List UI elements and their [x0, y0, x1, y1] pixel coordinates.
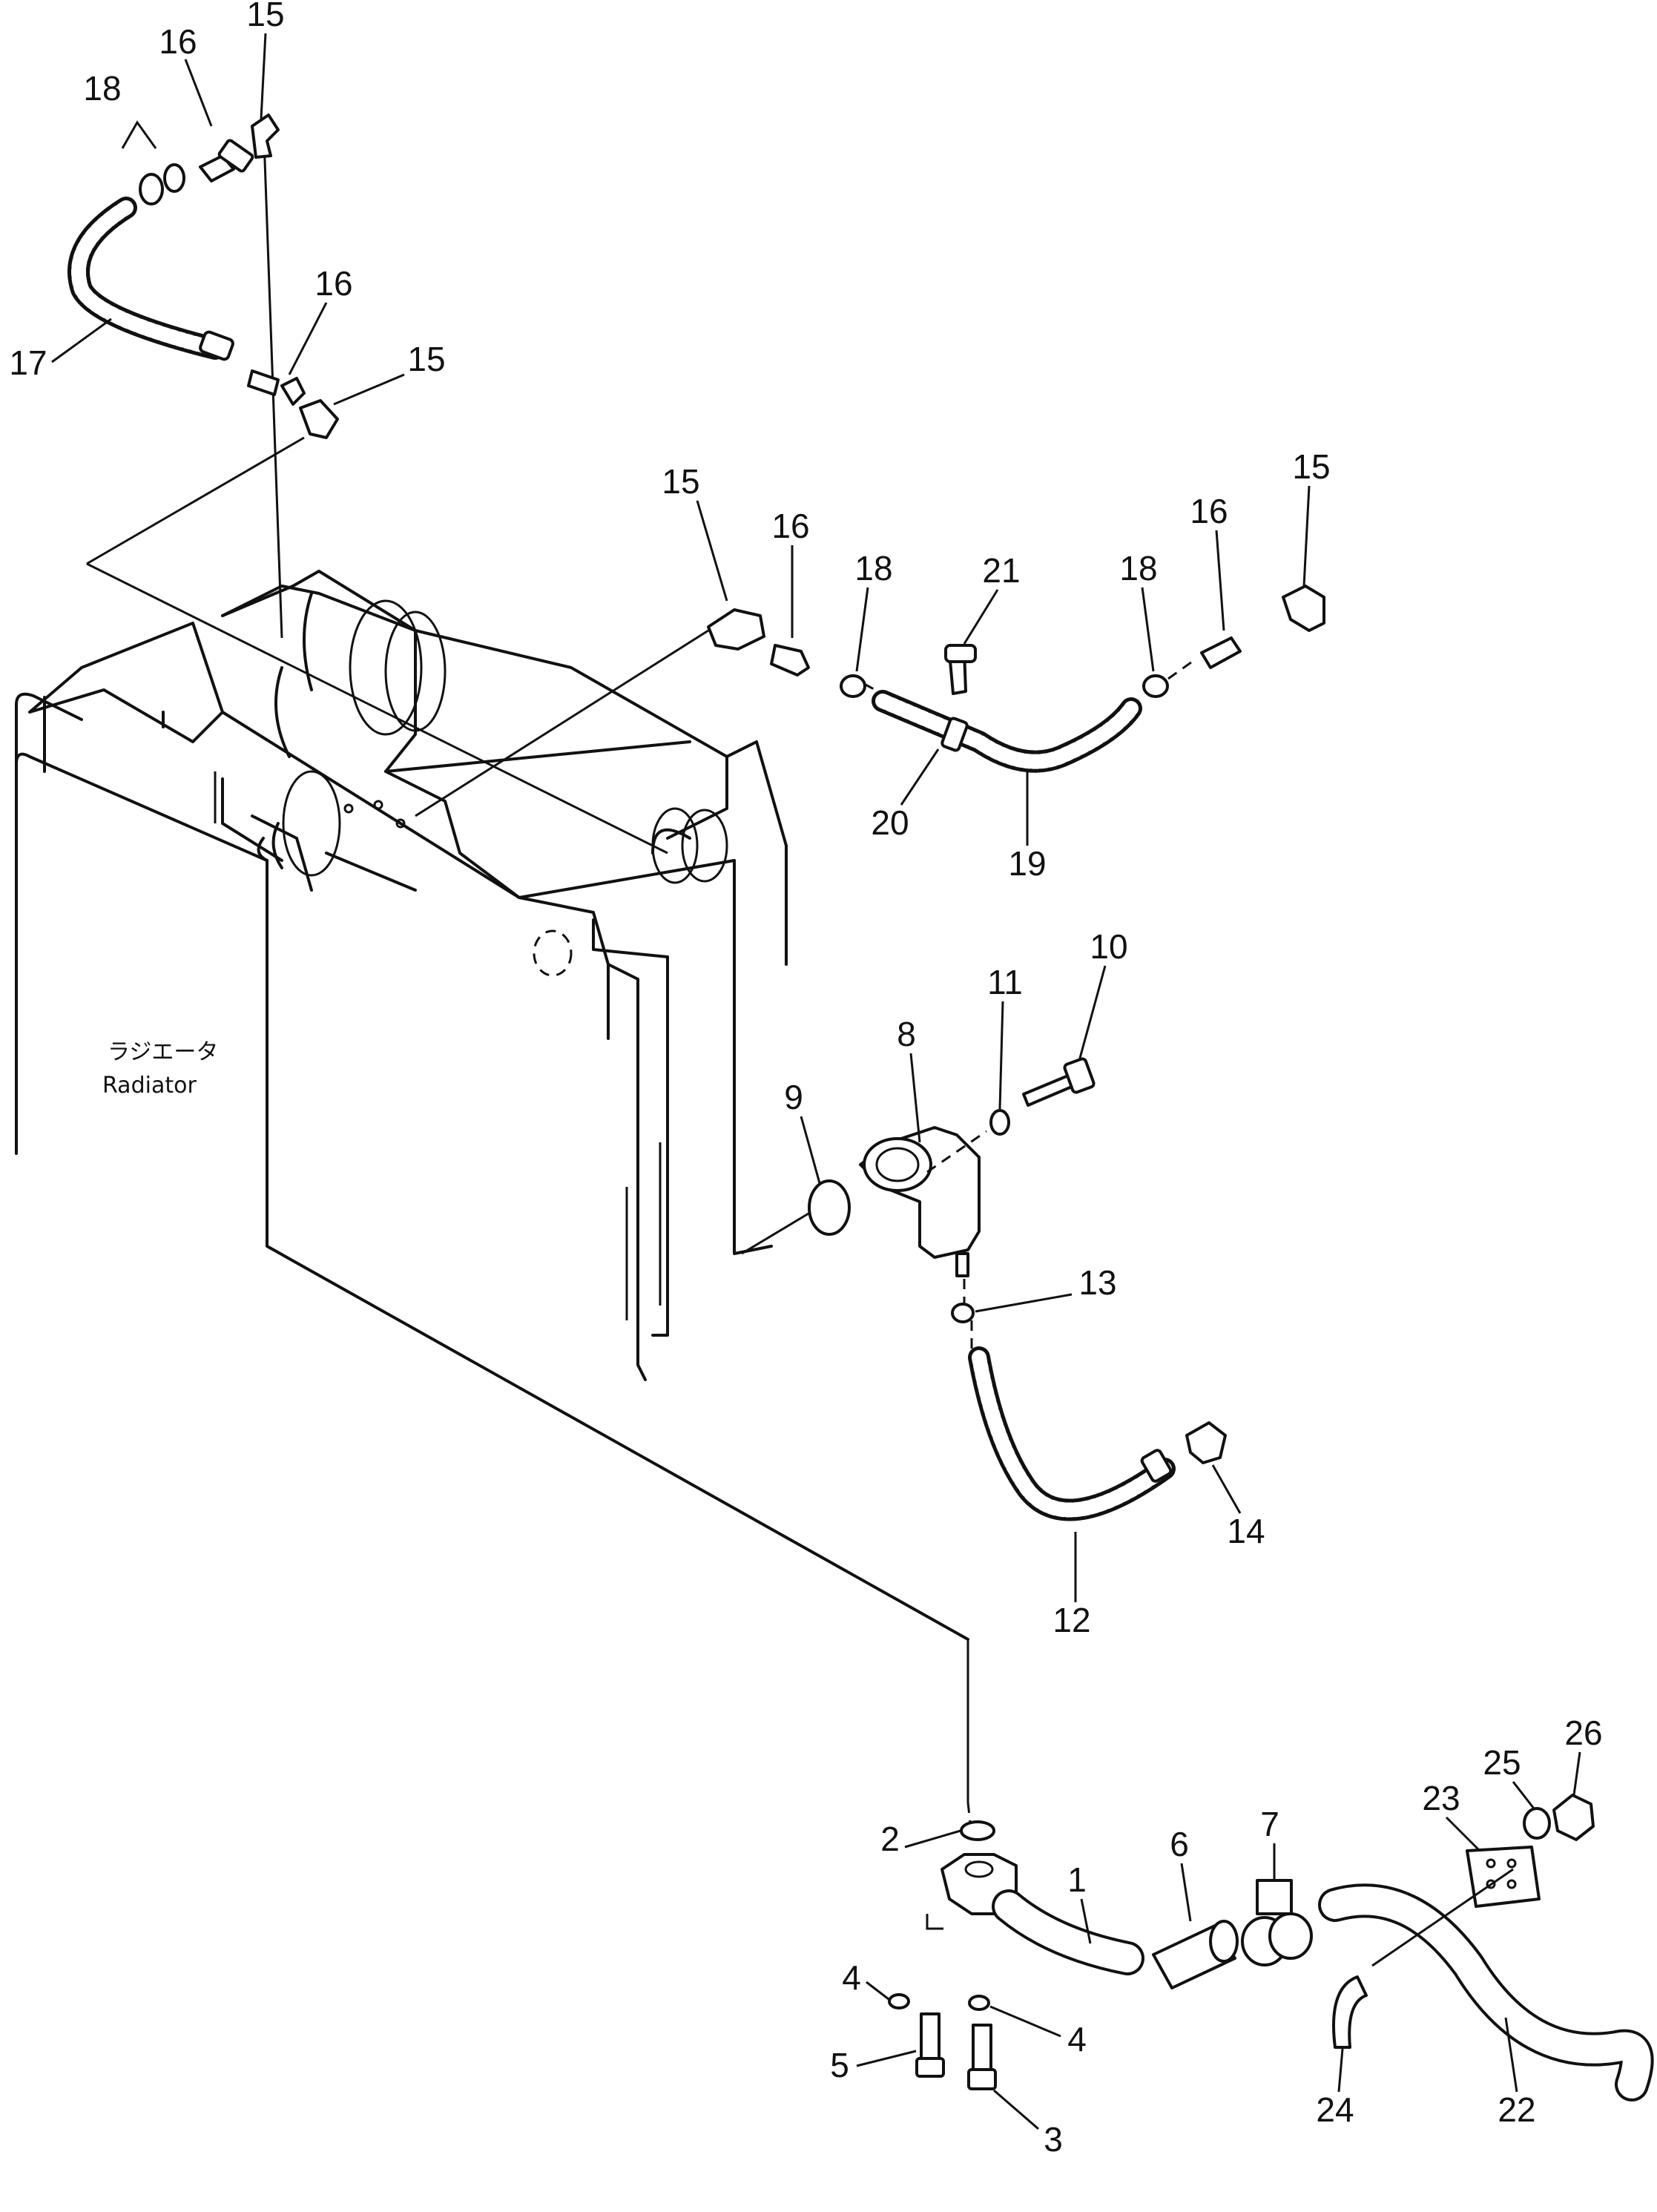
- callout-25: 25: [1483, 1743, 1535, 1809]
- callout-17: 17: [9, 317, 112, 382]
- callout-13-label: 13: [1078, 1263, 1116, 1302]
- callout-14-label: 14: [1227, 1512, 1265, 1550]
- callout-20-label: 20: [871, 803, 909, 842]
- callout-2: 2: [880, 1820, 961, 1858]
- callout-10-label: 10: [1090, 927, 1127, 966]
- callout-13: 13: [975, 1263, 1117, 1313]
- callout-14: 14: [1211, 1464, 1265, 1550]
- callout-21: 21: [963, 551, 1021, 645]
- callout-15-right: 15: [1292, 447, 1331, 587]
- callout-3-label: 3: [1044, 2120, 1063, 2159]
- callout-16-label: 16: [771, 507, 809, 545]
- callout-7-label: 7: [1260, 1805, 1279, 1843]
- callout-4-left: 4: [842, 1958, 889, 2001]
- bottom-assembly: [888, 1794, 1654, 2101]
- hose-19-assembly: [707, 585, 1325, 773]
- callout-15-mid: 15: [333, 340, 446, 406]
- callout-4-right: 4: [989, 2005, 1087, 2058]
- callout-21-label: 21: [982, 551, 1020, 590]
- callout-23-label: 23: [1422, 1779, 1460, 1817]
- callout-1: 1: [1067, 1860, 1092, 1944]
- callout-6-label: 6: [1170, 1825, 1189, 1863]
- radiator-body: [15, 570, 969, 1641]
- callout-24-label: 24: [1316, 2090, 1354, 2129]
- callout-26-label: 26: [1564, 1714, 1602, 1752]
- callout-15-label: 15: [407, 340, 445, 378]
- callout-labels: 15 16 18 17 16 15 15 16: [9, 0, 1602, 2159]
- callout-3: 3: [993, 2089, 1063, 2159]
- callout-1-label: 1: [1067, 1860, 1087, 1899]
- callout-22: 22: [1498, 2017, 1536, 2129]
- callout-12: 12: [1052, 1532, 1091, 1639]
- callout-5: 5: [830, 2046, 917, 2084]
- callout-7: 7: [1260, 1805, 1279, 1880]
- callout-2-label: 2: [880, 1820, 900, 1858]
- callout-9: 9: [784, 1078, 821, 1184]
- callout-22-label: 22: [1498, 2090, 1535, 2129]
- callout-24: 24: [1316, 2048, 1354, 2129]
- callout-11: 11: [987, 963, 1023, 1110]
- callout-4-label: 4: [1067, 2020, 1087, 2058]
- callout-25-label: 25: [1483, 1743, 1521, 1782]
- radiator-label-jp: ラジエータ: [108, 1039, 218, 1065]
- callout-19-label: 19: [1008, 844, 1046, 883]
- hose-17-assembly: [67, 113, 339, 439]
- callout-12-label: 12: [1052, 1601, 1090, 1639]
- callout-15-label: 15: [1292, 447, 1330, 486]
- callout-18-left: 18: [854, 549, 893, 672]
- callout-11-label: 11: [987, 963, 1023, 1001]
- callout-15-left: 15: [662, 462, 728, 602]
- callout-6: 6: [1170, 1825, 1192, 1922]
- radiator-label-en: Radiator: [102, 1073, 197, 1099]
- callout-15-top: 15: [246, 0, 285, 119]
- callout-10: 10: [1078, 927, 1128, 1061]
- callout-15-label: 15: [246, 0, 284, 33]
- elbow-8-assembly: [808, 1057, 1096, 1277]
- callout-18-right: 18: [1119, 549, 1158, 672]
- callout-19: 19: [1008, 771, 1047, 883]
- callout-16-left: 16: [771, 507, 810, 638]
- callout-18-top: 18: [83, 69, 157, 149]
- connection-lines: [86, 118, 973, 1837]
- callout-20: 20: [871, 748, 940, 842]
- callout-16-label: 16: [1190, 492, 1228, 530]
- callout-9-label: 9: [784, 1078, 803, 1116]
- callout-16-top: 16: [159, 22, 213, 127]
- callout-18-label: 18: [854, 549, 892, 587]
- callout-16-mid: 16: [288, 264, 353, 375]
- hose-12-assembly: [951, 1303, 1227, 1521]
- callout-16-label: 16: [159, 22, 197, 61]
- callout-8-label: 8: [897, 1015, 916, 1053]
- callout-15-label: 15: [662, 462, 699, 501]
- callout-5-label: 5: [830, 2046, 849, 2084]
- callout-16-label: 16: [314, 264, 352, 303]
- callout-18-label: 18: [1119, 549, 1157, 587]
- callout-4-label: 4: [842, 1958, 861, 1997]
- callout-17-label: 17: [9, 343, 47, 382]
- callout-26: 26: [1564, 1714, 1603, 1796]
- callout-16-right: 16: [1190, 492, 1228, 631]
- callout-18-label: 18: [83, 69, 121, 108]
- callout-23: 23: [1422, 1779, 1481, 1852]
- callout-8: 8: [897, 1015, 921, 1143]
